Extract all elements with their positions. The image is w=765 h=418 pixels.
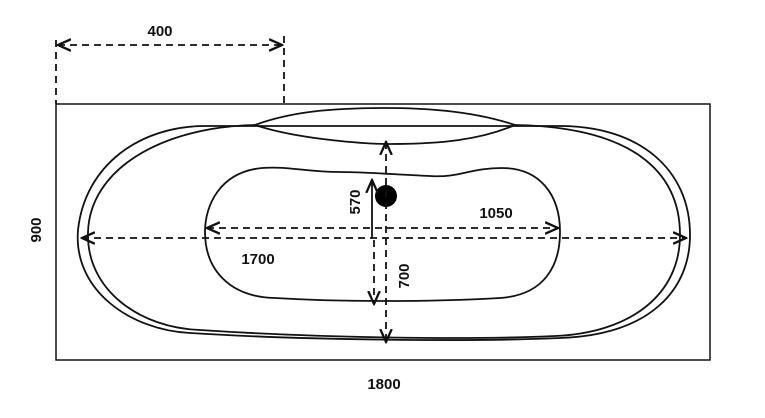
tub-outer-rim xyxy=(76,125,691,341)
tub-outer-frame xyxy=(55,103,711,361)
headrest-top xyxy=(252,107,518,145)
tub-inner-rim xyxy=(87,124,681,339)
dimension-570: 570 xyxy=(347,180,372,238)
dimension-1800-label: 1800 xyxy=(367,376,400,393)
dimension-570-label: 570 xyxy=(347,189,364,214)
dimension-900-label: 900 xyxy=(28,217,45,242)
dimension-1700-label: 1700 xyxy=(241,251,274,268)
dimension-1050-label: 1050 xyxy=(479,205,512,222)
dimension-700: 700 xyxy=(374,240,413,304)
dimension-1050: 1050 xyxy=(207,205,558,228)
dimension-400: 400 xyxy=(55,23,285,104)
dimension-700-label: 700 xyxy=(396,263,413,288)
dimension-1700: 1700 xyxy=(82,238,686,268)
dimension-400-label: 400 xyxy=(147,23,172,40)
